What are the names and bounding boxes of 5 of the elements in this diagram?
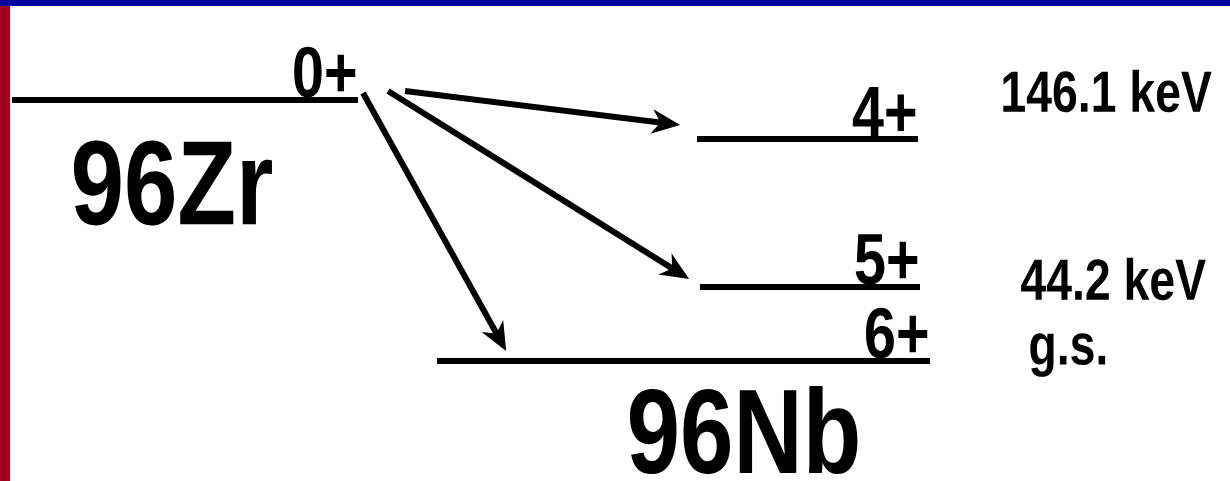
isotope-label: 96Zr [73,140,272,226]
isotope-label: 96Nb [629,385,858,475]
energy-label: 44.2 keV [1021,257,1206,301]
energy-label: g.s. [1030,333,1106,377]
energy-label: 146.1 keV [1003,69,1212,113]
